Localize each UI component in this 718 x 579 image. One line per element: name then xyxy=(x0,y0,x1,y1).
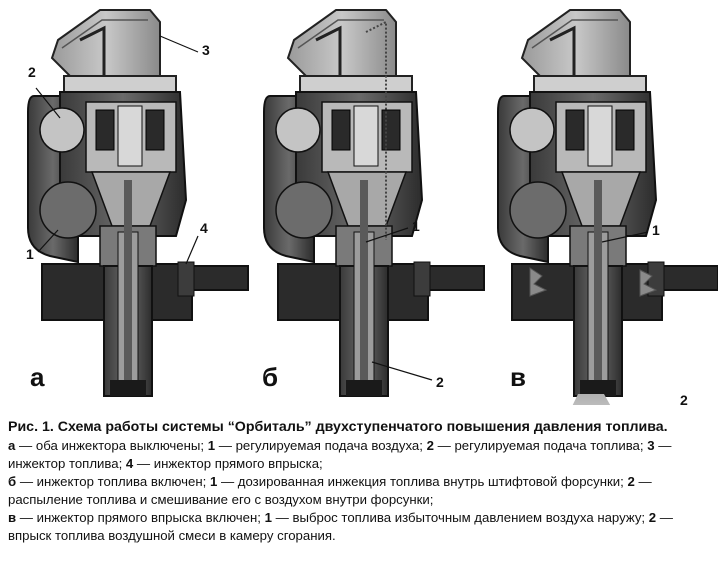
caption-line-b: б — инжектор топлива включен; 1 — дозиро… xyxy=(8,474,652,507)
injector-a xyxy=(26,8,250,398)
callout-b-1: 1 xyxy=(412,218,420,234)
callout-a-3: 3 xyxy=(202,42,210,58)
fuel-spray-cone xyxy=(572,394,611,405)
injector-c xyxy=(496,8,718,405)
figure-caption: Рис. 1. Схема работы системы “Орбиталь” … xyxy=(8,418,710,545)
panel-label-c: в xyxy=(510,362,526,392)
injector-diagram xyxy=(26,8,718,405)
leader-lines xyxy=(35,35,649,381)
callout-a-1: 1 xyxy=(26,246,34,262)
caption-line-c: в — инжектор прямого впрыска включен; 1 … xyxy=(8,510,673,543)
callout-a-2: 2 xyxy=(28,64,36,80)
panel-label-b: б xyxy=(262,362,279,392)
panel-label-a: а xyxy=(30,362,45,392)
callout-c-1: 1 xyxy=(652,222,660,238)
injector-b xyxy=(262,8,486,398)
caption-line-a: а — оба инжектора выключены; 1 — регулир… xyxy=(8,438,672,471)
caption-title: Рис. 1. Схема работы системы “Орбиталь” … xyxy=(8,419,668,435)
callout-c-2: 2 xyxy=(680,392,688,408)
callout-b-2: 2 xyxy=(436,374,444,390)
callout-a-4: 4 xyxy=(200,220,208,236)
